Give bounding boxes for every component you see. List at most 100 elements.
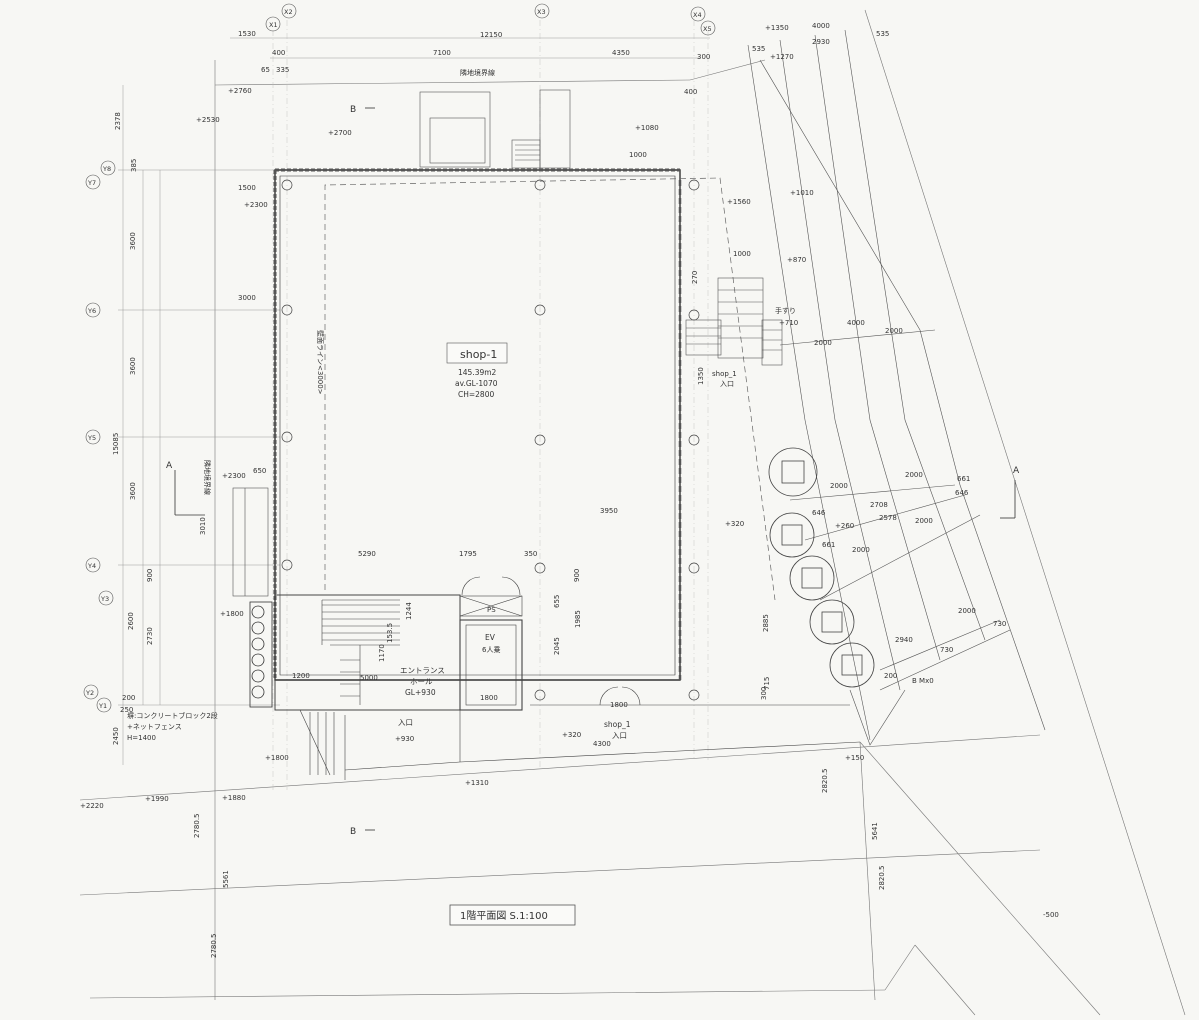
dimension-text: 730 — [993, 620, 1006, 628]
dimension-text: 2000 — [905, 471, 923, 479]
room-area: 145.39m2 — [458, 368, 497, 377]
upper-annex — [419, 89, 571, 169]
entrance-hall-name-2: ホール — [410, 677, 433, 686]
grid-label-x4: X4 — [693, 11, 702, 19]
level-marker: +1880 — [222, 794, 246, 802]
boundary-label-west: 隣地境界線 — [203, 460, 212, 495]
east-shop-entry-name: shop_1 — [712, 370, 737, 378]
dimension-text: 1350 — [697, 367, 705, 385]
dimension-text: 2600 — [127, 612, 135, 630]
dimension-text: 2045 — [553, 637, 561, 655]
dimension-text: 5561 — [222, 870, 230, 888]
dimension-text: 400 — [272, 49, 285, 57]
columns — [281, 179, 700, 701]
dimension-text: 400 — [684, 88, 697, 96]
dimension-text: 270 — [691, 271, 699, 284]
dimension-text: 200 — [122, 694, 135, 702]
level-marker: +150 — [845, 754, 864, 762]
dimension-text: 4000 — [812, 22, 830, 30]
building-walls — [273, 168, 776, 681]
grid-label-y4: Y4 — [87, 562, 96, 570]
grid-label-y1: Y1 — [98, 702, 107, 710]
pipe-shaft-label: PS — [487, 606, 496, 614]
wall-note-2: +ネットフェンス — [127, 723, 182, 731]
dimension-text: 5290 — [358, 550, 376, 558]
hedge — [249, 601, 273, 708]
dimension-text: 4300 — [593, 740, 611, 748]
west-strip — [232, 487, 269, 597]
level-marker: +1800 — [220, 610, 244, 618]
dimension-text: 65 — [261, 66, 270, 74]
dimension-text: 2578 — [879, 514, 897, 522]
shop-entry-label: 入口 — [612, 731, 627, 740]
level-marker: +320 — [725, 520, 744, 528]
level-marker: +710 — [779, 319, 798, 327]
drawing-title: 1階平面図 S.1:100 — [460, 910, 548, 922]
dimension-text: 3950 — [600, 507, 618, 515]
dimension-text: 1985 — [574, 610, 582, 628]
level-marker: +1350 — [765, 24, 789, 32]
dimension-text: 2708 — [870, 501, 888, 509]
dimension-text: 335 — [276, 66, 289, 74]
dimension-text: 385 — [130, 159, 138, 172]
room-name: shop-1 — [460, 348, 497, 361]
level-marker: +1560 — [727, 198, 751, 206]
dimension-text: 3600 — [129, 232, 137, 250]
dimension-text: 250 — [120, 706, 133, 714]
dimension-text: 350 — [524, 550, 537, 558]
dimension-text: 7100 — [433, 49, 451, 57]
site-lines — [79, 9, 1186, 1016]
dimension-text: 3010 — [199, 517, 207, 535]
dimension-text: 2730 — [146, 627, 154, 645]
level-markers: +2760+2530+2700+1080+2300+1560+1010+870+… — [80, 24, 1059, 919]
dimension-text: 1170 — [378, 644, 386, 662]
room-ceiling: CH=2800 — [458, 390, 494, 399]
entrance-hall-level: GL+930 — [405, 688, 436, 697]
dimension-text: 646 — [812, 509, 826, 517]
dimension-text: 1800 — [480, 694, 498, 702]
dimension-text: 15085 — [112, 433, 120, 455]
east-stair — [685, 277, 783, 366]
section-mark-a-west: A — [166, 461, 173, 471]
dimension-text: 2000 — [814, 339, 832, 347]
dimension-text: 3000 — [238, 294, 256, 302]
dimension-text: 2930 — [812, 38, 830, 46]
setback-label: 壁面ライン<3000> — [316, 330, 325, 395]
wall-note-3: H=1400 — [127, 734, 156, 742]
east-shop-entry-label: 入口 — [720, 380, 734, 388]
room-level: av.GL-1070 — [455, 379, 498, 388]
dimension-text: 661 — [957, 475, 970, 483]
section-arrows — [174, 107, 1016, 831]
dimension-text: 153.5 — [386, 623, 394, 643]
dimension-text: 1244 — [405, 602, 413, 620]
dimension-text: 650 — [253, 467, 266, 475]
level-marker: +2700 — [328, 129, 352, 137]
dimension-text: 2820.5 — [821, 769, 829, 794]
dimension-text: 655 — [553, 595, 561, 608]
dimension-text: 300 — [697, 53, 710, 61]
dimension-text: 535 — [876, 30, 889, 38]
entry-mark: 入口 — [398, 718, 413, 727]
wall-note-1: 塀:コンクリートブロック2段 — [127, 711, 218, 720]
elevator-capacity: 6人乗 — [482, 645, 500, 654]
dimension-text: 2450 — [112, 727, 120, 745]
section-mark-b-north: B — [350, 105, 356, 115]
dimension-text: 3600 — [129, 357, 137, 375]
level-marker: -500 — [1043, 911, 1059, 919]
trees — [768, 447, 875, 688]
terrace-landscape — [747, 29, 1046, 746]
dimension-text: 900 — [573, 569, 581, 582]
dimension-text: 2780.5 — [210, 934, 218, 959]
level-marker: +1270 — [770, 53, 794, 61]
dimension-text: 900 — [146, 569, 154, 582]
dimension-text: 2940 — [895, 636, 913, 644]
dimension-text: 2780.5 — [193, 814, 201, 839]
grid-label-y8: Y8 — [102, 165, 111, 173]
level-marker: +2300 — [222, 472, 246, 480]
level-marker: +2300 — [244, 201, 268, 209]
section-mark-a-east: A — [1013, 466, 1020, 476]
grid-label-x1: X1 — [269, 21, 278, 29]
dimension-text: 1800 — [610, 701, 628, 709]
